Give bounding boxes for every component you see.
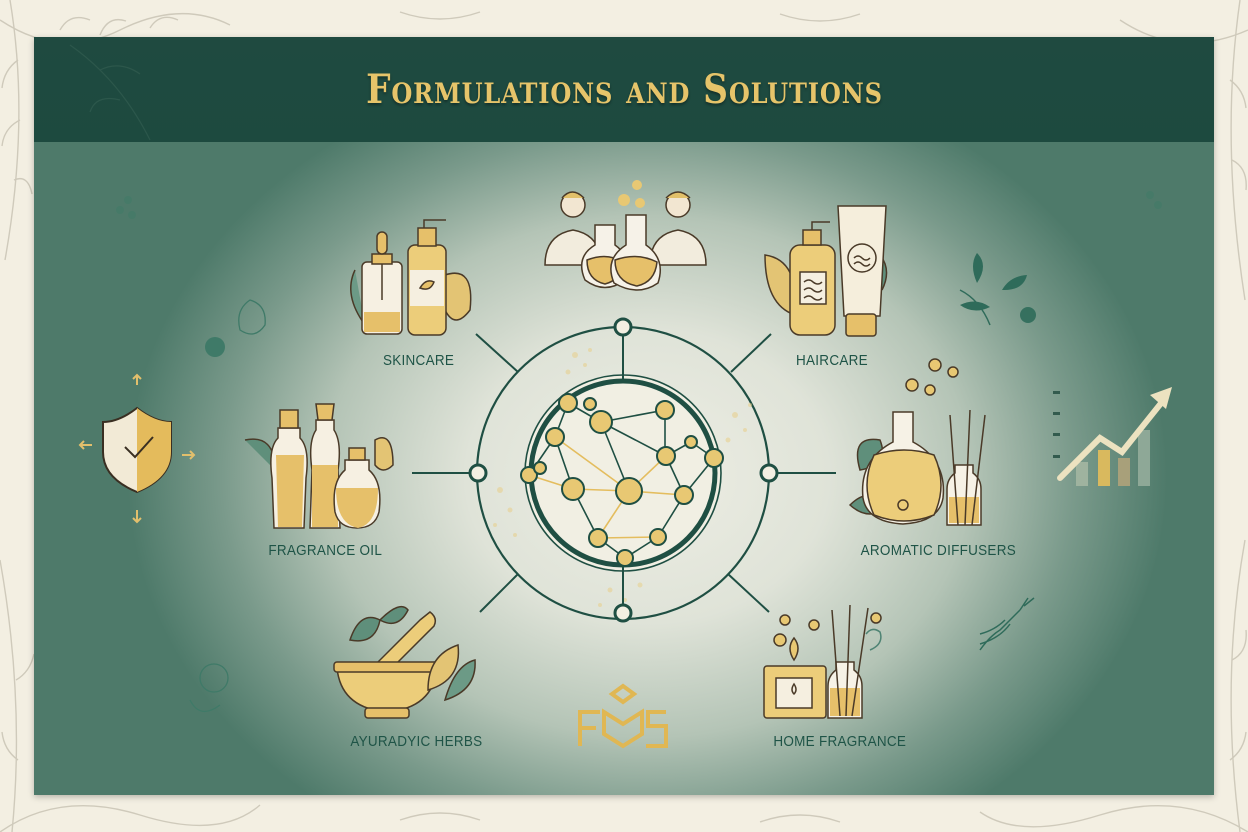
category-label-ayurvedic-herbs: AYURADYIC HERBS: [350, 733, 483, 750]
infographic-panel: Formulations and Solutions: [34, 37, 1214, 795]
category-label-aromatic-diffusers: AROMATIC DIFFUSERS: [860, 542, 1017, 559]
category-label-haircare: HAIRCARE: [795, 352, 868, 369]
page-title: Formulations and Solutions: [365, 66, 883, 113]
header-banner: Formulations and Solutions: [34, 37, 1214, 142]
category-label-home-fragrance: HOME FRAGRANCE: [773, 733, 907, 750]
category-label-skincare: SKINCARE: [382, 352, 455, 369]
category-label-fragrance-oil: FRAGRANCE OIL: [268, 542, 383, 559]
